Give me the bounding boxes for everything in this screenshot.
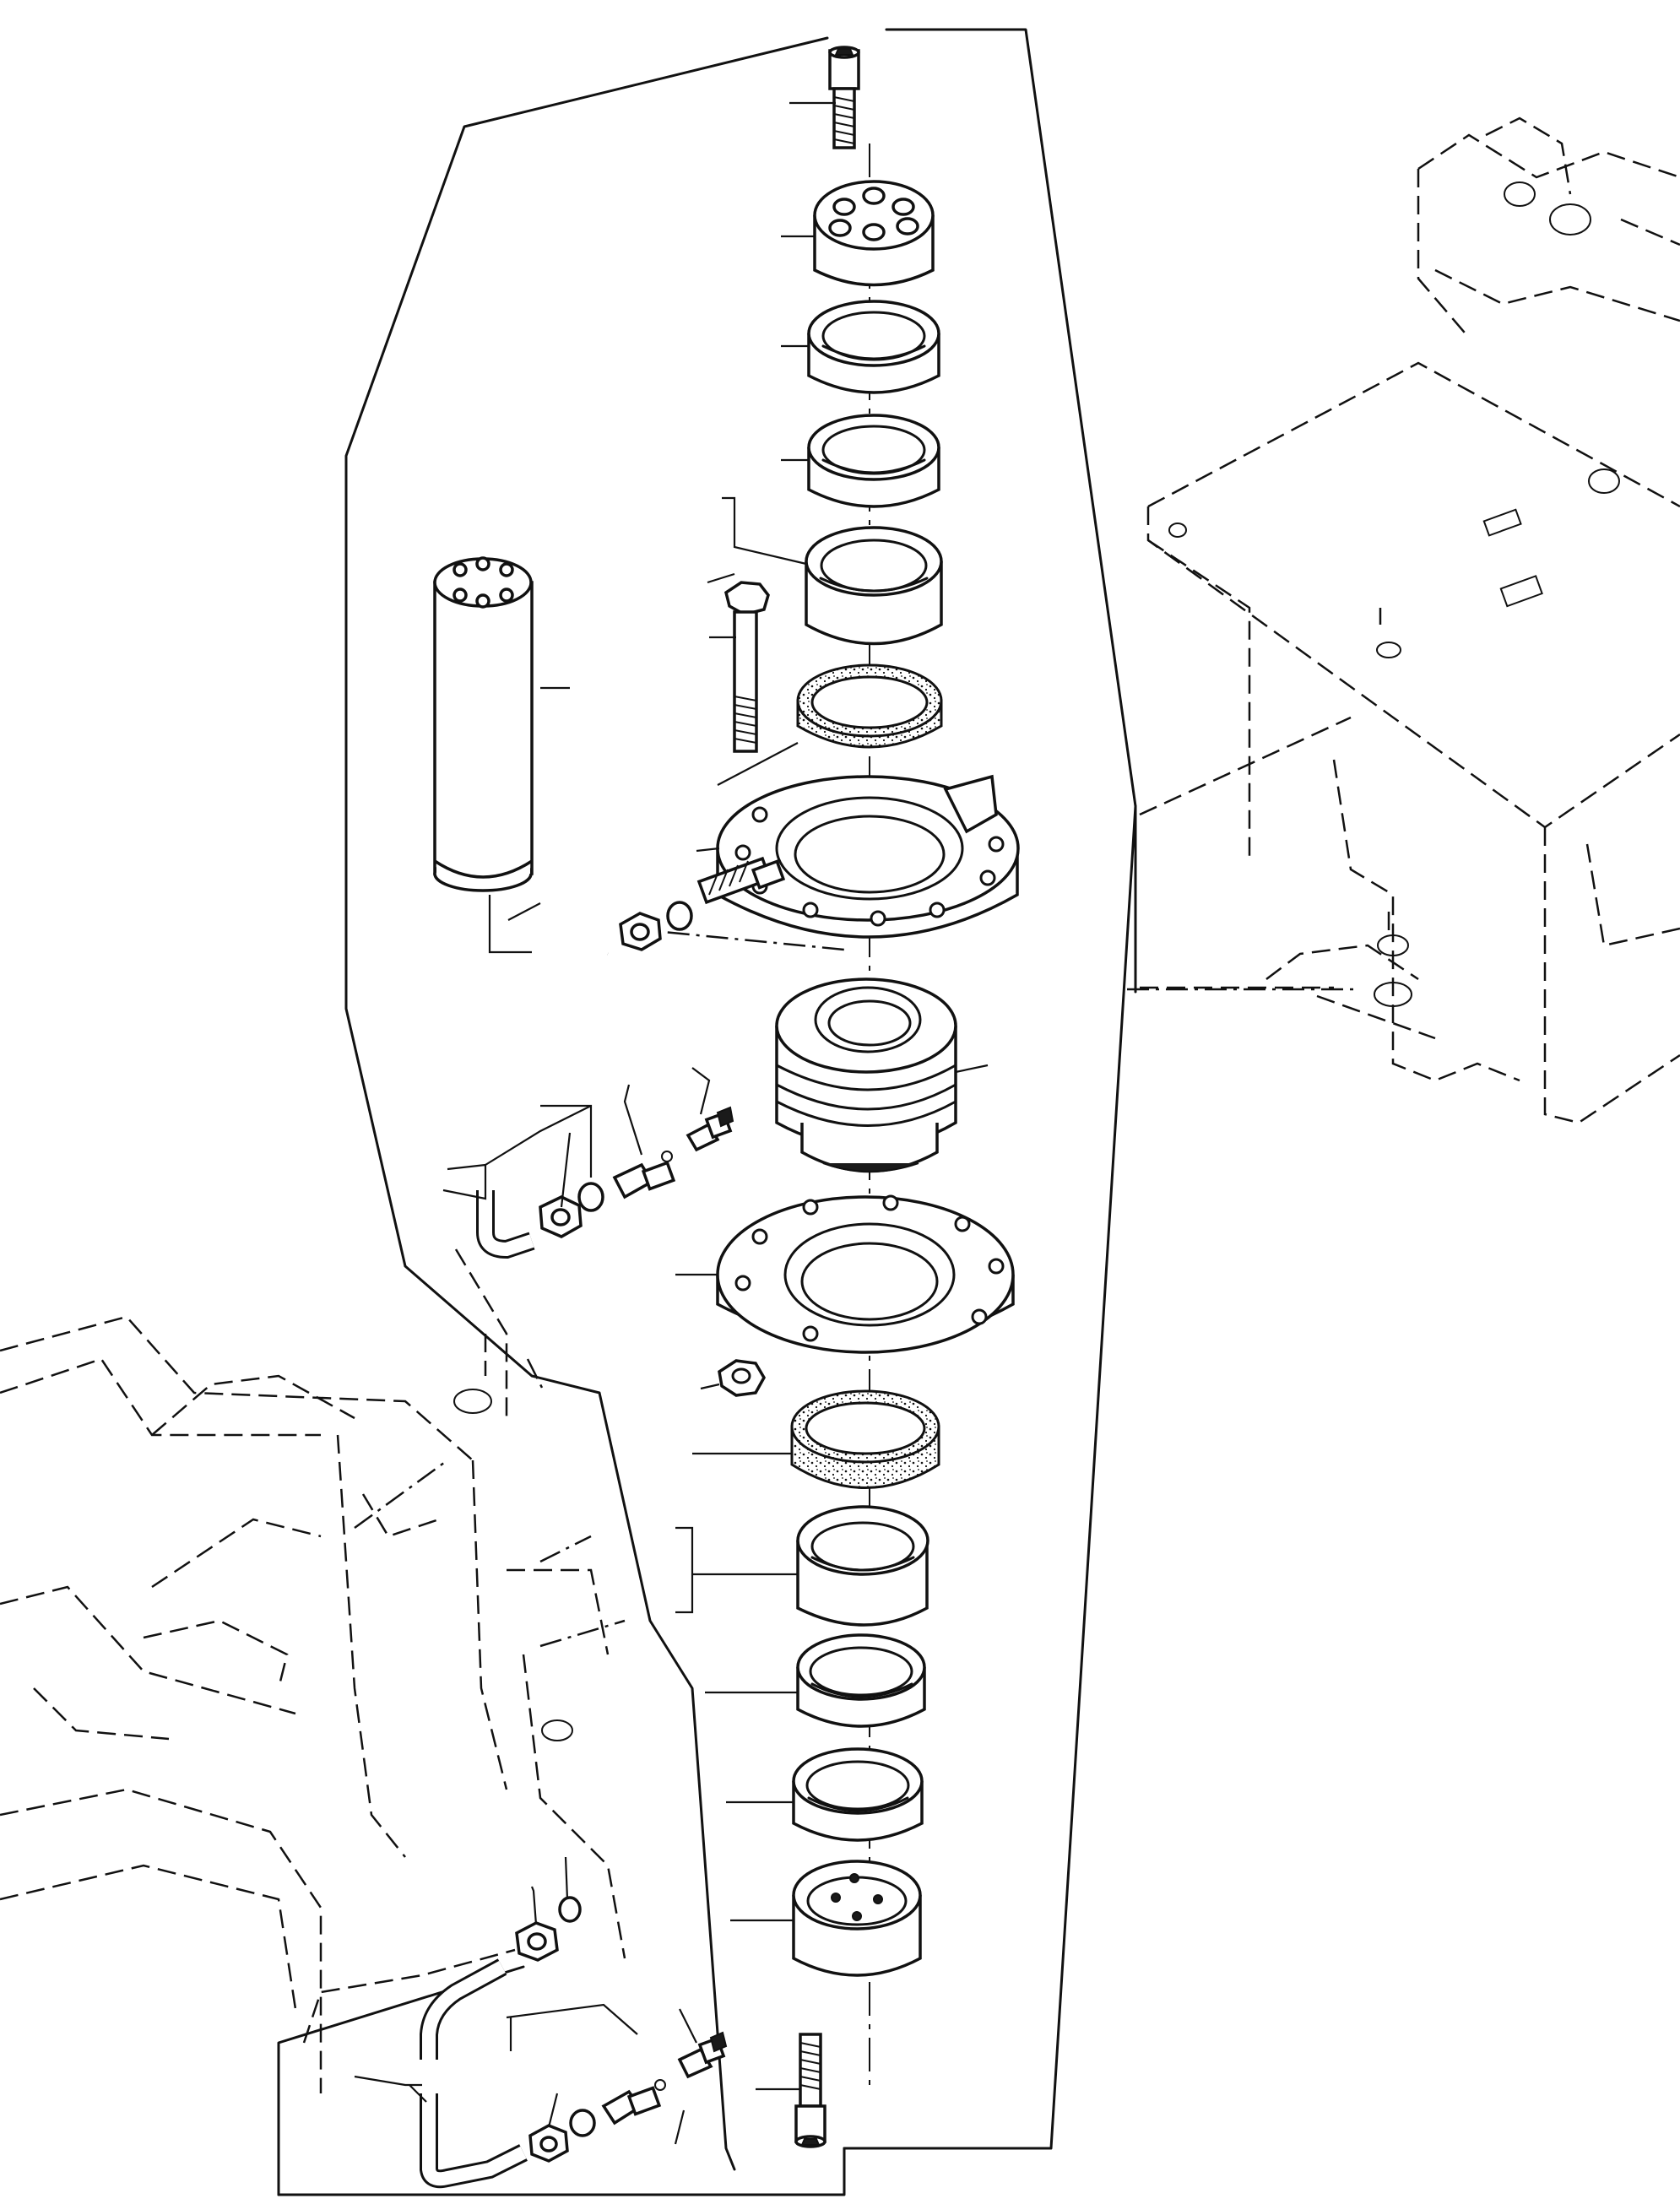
bottom-cap-screw [794,2033,826,2148]
lower-bushing-2 [796,1633,926,1728]
upper-cover-cap [813,180,935,287]
lower-seal-ring [790,1389,940,1489]
top-cap-screw [828,46,860,149]
upper-grease-line [476,945,734,1259]
lower-grease-line [420,1896,728,2189]
center-spherical-bearing [775,977,957,1173]
leader-lines [354,101,989,2145]
lower-bushing-1 [796,1505,929,1627]
lower-frame-phantom [0,1248,626,2093]
upper-bushing-1 [807,300,940,394]
flange-grease-fitting [619,856,786,951]
upper-seal-ring [796,663,943,749]
lower-cover-cap [792,1860,922,1977]
upper-bushing-2 [807,414,940,508]
lower-bushing-3 [792,1747,924,1842]
lock-bolt [724,581,770,753]
lock-nut [718,1359,767,1397]
lower-flange-plate [716,1194,1015,1354]
connector-lines [526,927,1359,1648]
upper-bushing-3 [805,526,943,646]
upper-flange-housing [716,774,1020,939]
pivot-pin [433,556,534,892]
upper-frame-phantom [1139,116,1680,1124]
explosion-boundary [277,28,1137,2196]
